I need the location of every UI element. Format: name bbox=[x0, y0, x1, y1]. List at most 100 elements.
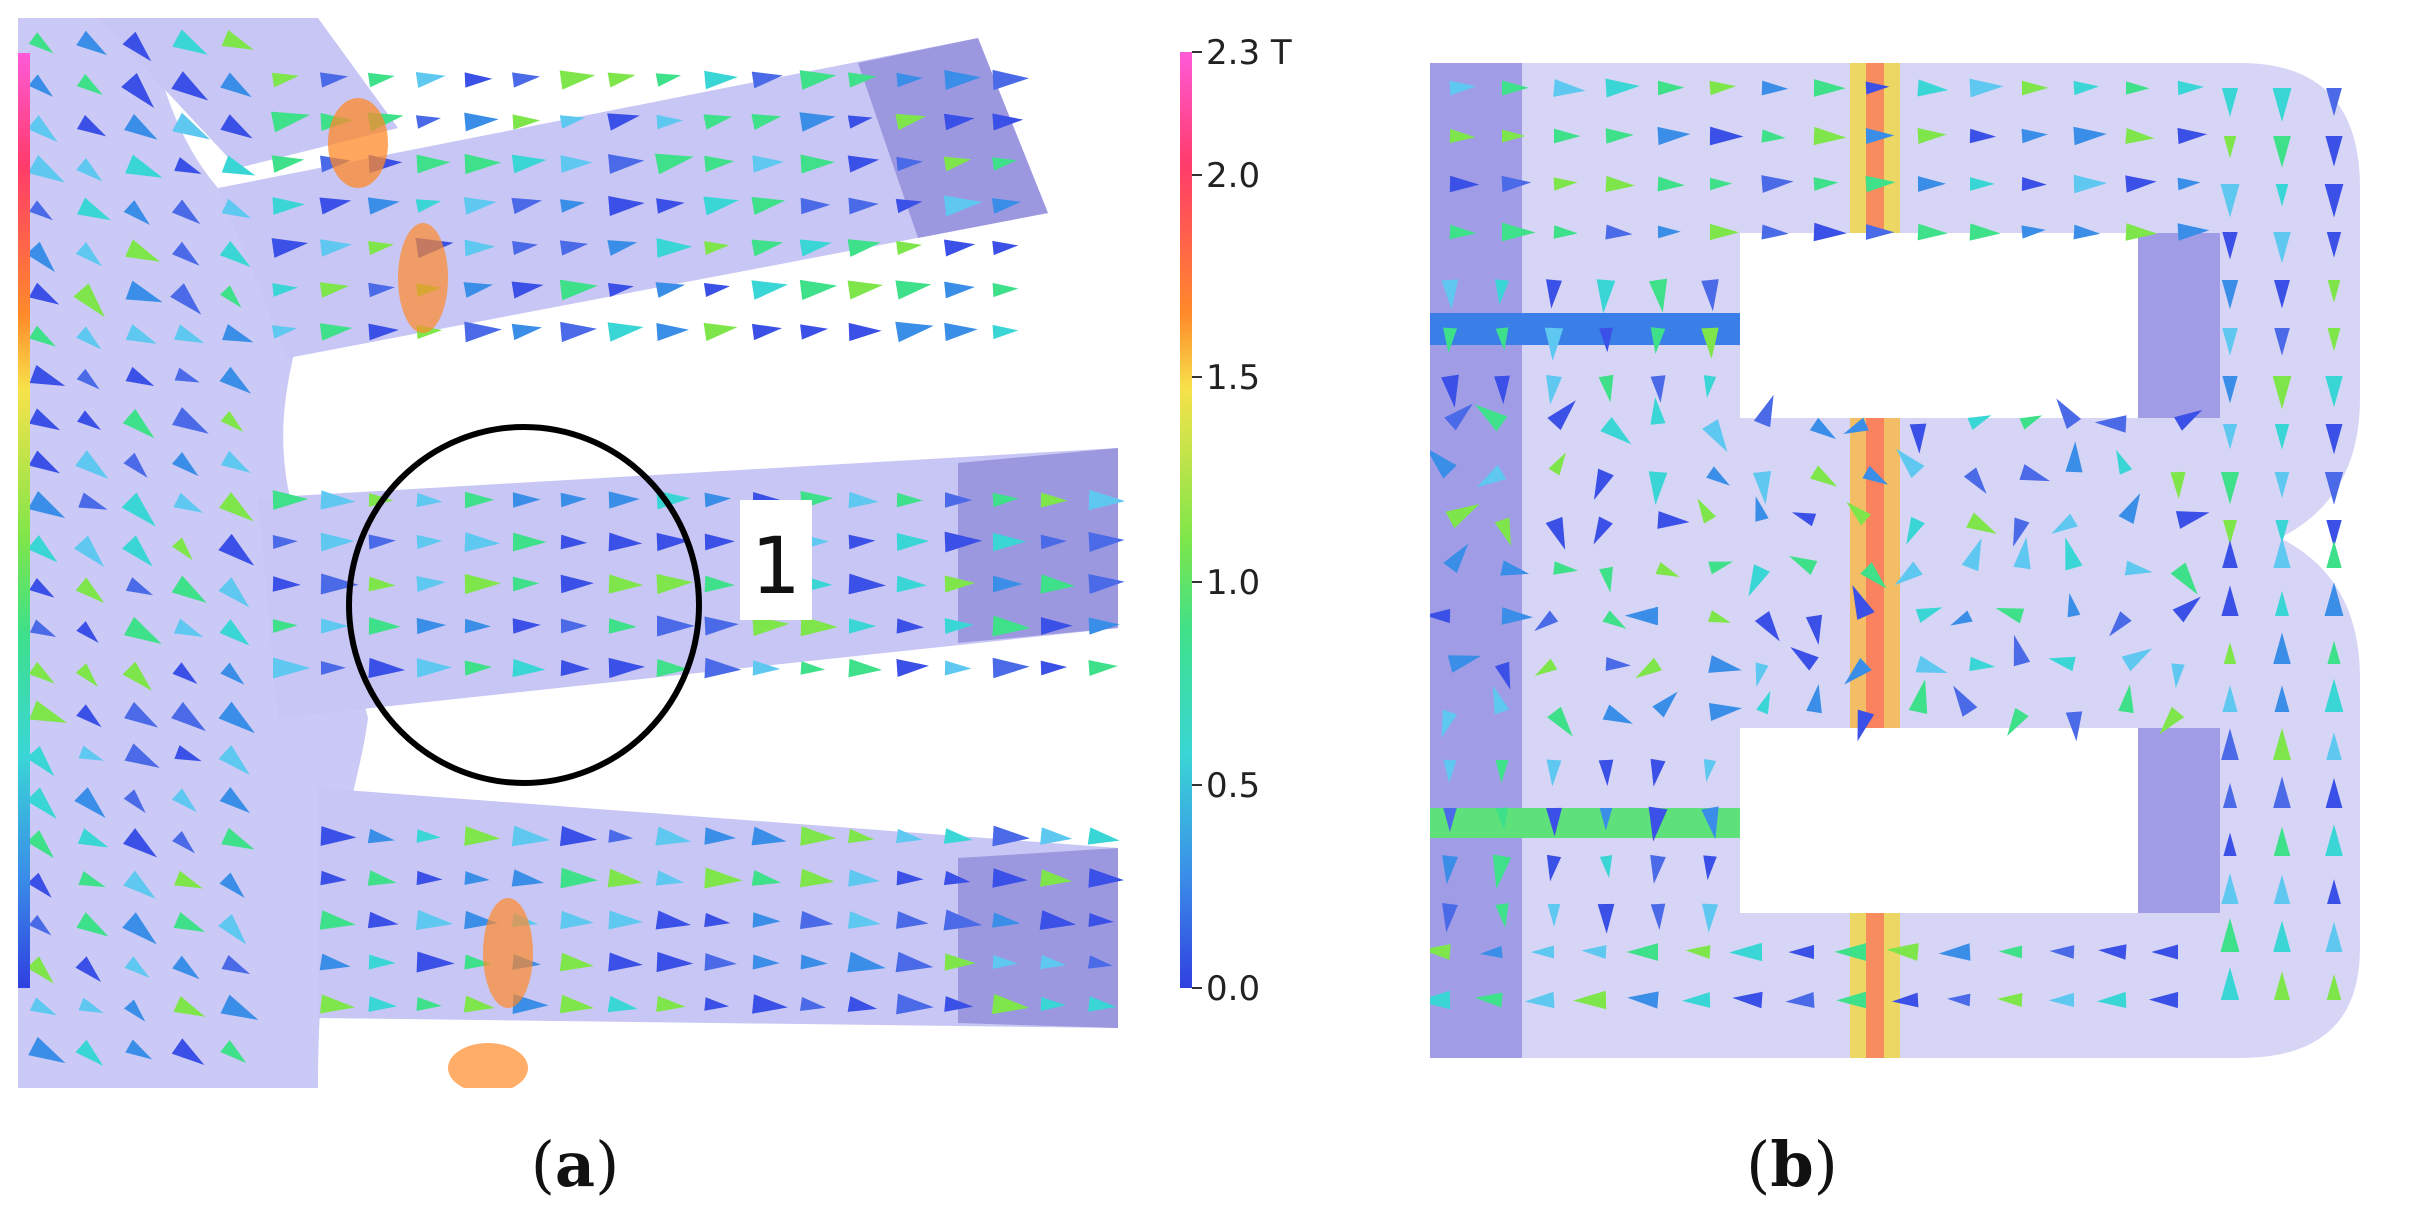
field-arrow bbox=[75, 242, 102, 267]
field-arrow bbox=[124, 999, 146, 1022]
field-arrow bbox=[1709, 223, 1740, 241]
field-arrow bbox=[28, 914, 52, 936]
colorbar-tick: 0.5 bbox=[1206, 766, 1260, 806]
field-arrow bbox=[1088, 659, 1118, 677]
field-arrow bbox=[512, 114, 541, 130]
field-arrow bbox=[26, 241, 56, 273]
field-arrow bbox=[560, 910, 594, 930]
field-arrow bbox=[512, 492, 541, 508]
field-arrow bbox=[2221, 585, 2239, 616]
field-arrow bbox=[1753, 394, 1774, 428]
field-arrow bbox=[848, 618, 877, 634]
field-arrow bbox=[1445, 504, 1480, 529]
field-arrow bbox=[218, 914, 247, 945]
field-arrow bbox=[607, 995, 638, 1013]
field-arrow bbox=[799, 997, 826, 1011]
field-arrow bbox=[2221, 728, 2239, 760]
field-arrow bbox=[1501, 222, 1536, 242]
field-arrow bbox=[848, 573, 886, 595]
field-arrow bbox=[319, 953, 351, 971]
field-arrow bbox=[992, 868, 1028, 888]
field-arrow bbox=[271, 72, 300, 88]
field-arrow bbox=[1524, 991, 1555, 1009]
field-arrow bbox=[2274, 328, 2290, 356]
field-arrow bbox=[416, 617, 447, 635]
field-arrow bbox=[655, 870, 685, 886]
colorbar-tick: 0.0 bbox=[1206, 969, 1260, 1009]
field-arrow bbox=[174, 157, 202, 174]
field-arrow bbox=[75, 956, 102, 983]
field-arrow bbox=[2273, 920, 2291, 952]
field-arrow bbox=[29, 619, 57, 638]
field-arrow bbox=[800, 661, 826, 675]
field-arrow bbox=[1891, 992, 1919, 1008]
field-arrow bbox=[76, 621, 99, 643]
field-arrow bbox=[1546, 279, 1562, 309]
field-arrow bbox=[1449, 128, 1476, 144]
field-arrow bbox=[895, 951, 934, 973]
field-arrow bbox=[1917, 128, 1947, 144]
colorbar-tick: 1.5 bbox=[1206, 358, 1260, 398]
field-arrow bbox=[896, 240, 923, 256]
field-arrow bbox=[2118, 493, 2141, 524]
field-arrow bbox=[896, 492, 924, 508]
field-arrow bbox=[1547, 706, 1573, 737]
field-arrow bbox=[1443, 759, 1457, 784]
field-arrow bbox=[219, 285, 242, 308]
field-arrow bbox=[1915, 607, 1943, 623]
field-arrow bbox=[751, 114, 782, 130]
field-arrow bbox=[512, 72, 541, 88]
field-arrow bbox=[511, 197, 543, 215]
field-arrow bbox=[2327, 280, 2341, 303]
field-arrow bbox=[1648, 806, 1668, 842]
field-arrow bbox=[1917, 79, 1949, 97]
field-arrow bbox=[512, 241, 538, 255]
field-arrow bbox=[1708, 610, 1731, 623]
field-arrow bbox=[2056, 398, 2082, 429]
field-arrow bbox=[848, 322, 882, 342]
field-arrow bbox=[2175, 511, 2210, 529]
field-arrow bbox=[76, 326, 102, 350]
field-arrow bbox=[2274, 472, 2290, 499]
field-arrow bbox=[320, 490, 356, 510]
field-arrows-a bbox=[26, 29, 1126, 1066]
field-arrow bbox=[368, 657, 406, 679]
field-arrow bbox=[511, 154, 547, 174]
field-arrow bbox=[896, 156, 924, 172]
field-arrow bbox=[1547, 903, 1561, 927]
field-arrow bbox=[1996, 992, 2023, 1008]
field-arrow bbox=[2013, 517, 2030, 547]
field-arrow bbox=[2272, 376, 2292, 410]
field-arrow bbox=[2221, 88, 2239, 117]
field-arrow bbox=[2021, 225, 2046, 239]
field-arrow bbox=[1865, 128, 1895, 144]
field-arrow bbox=[704, 70, 738, 90]
field-arrow bbox=[416, 575, 446, 593]
field-arrow bbox=[2124, 560, 2153, 576]
field-arrow bbox=[1657, 176, 1686, 192]
field-arrow bbox=[944, 281, 975, 299]
field-arrow bbox=[1791, 512, 1817, 527]
field-arrow bbox=[272, 576, 301, 592]
field-arrow bbox=[319, 323, 353, 341]
field-arrow bbox=[1627, 991, 1659, 1009]
field-arrow bbox=[29, 577, 55, 598]
field-arrow bbox=[2007, 707, 2029, 737]
field-arrow bbox=[944, 531, 983, 553]
field-arrow bbox=[2177, 80, 2205, 96]
field-arrows-b bbox=[1430, 78, 2344, 1010]
field-arrow bbox=[78, 997, 104, 1014]
field-arrow bbox=[416, 658, 453, 678]
field-arrow bbox=[800, 954, 828, 970]
field-arrow bbox=[2172, 596, 2201, 623]
field-arrow bbox=[1709, 80, 1737, 96]
field-arrow bbox=[1657, 126, 1691, 146]
field-arrow bbox=[2013, 537, 2031, 570]
field-arrow bbox=[704, 827, 737, 845]
field-arrow bbox=[1761, 175, 1794, 193]
field-arrow bbox=[29, 700, 68, 723]
field-arrow bbox=[1447, 655, 1482, 673]
field-arrow bbox=[416, 997, 442, 1011]
field-arrow bbox=[76, 157, 103, 182]
field-arrow bbox=[171, 537, 193, 561]
